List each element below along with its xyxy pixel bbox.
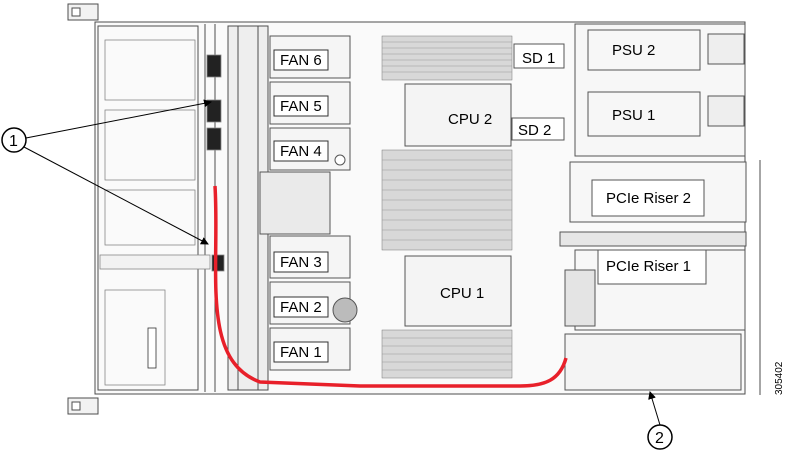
fan1-label: FAN 1 (280, 344, 322, 361)
pcie-riser2-label: PCIe Riser 2 (606, 190, 691, 207)
fan-labels: FAN 6 FAN 5 FAN 4 FAN 3 FAN 2 FAN 1 (273, 49, 329, 363)
figure-id: 305402 (774, 361, 785, 395)
front-handle-bottom (67, 397, 99, 415)
fan4-label: FAN 4 (280, 143, 322, 160)
callout-2: 2 (647, 391, 673, 450)
cpu1-socket (404, 255, 512, 327)
sd-slots (511, 43, 565, 141)
psu2-label: PSU 2 (612, 42, 655, 59)
cpu2-label: CPU 2 (448, 111, 492, 128)
psu-bay (574, 23, 746, 157)
cpu1-label: CPU 1 (440, 285, 484, 302)
callout-1-number: 1 (9, 133, 18, 150)
sd2-label: SD 2 (518, 122, 551, 139)
pcie-riser1-label: PCIe Riser 1 (606, 258, 691, 275)
pcie-riser-area (559, 161, 747, 391)
cable-route (213, 185, 568, 388)
fan6-label: FAN 6 (280, 52, 322, 69)
callout-1: 1 (1, 99, 212, 245)
dimm-slot-lines (382, 41, 512, 371)
cpu2-socket (404, 83, 512, 147)
fan5-label: FAN 5 (280, 98, 322, 115)
psu1-label: PSU 1 (612, 107, 655, 124)
fan2-label: FAN 2 (280, 299, 322, 316)
front-handle-top (67, 3, 99, 21)
sd1-label: SD 1 (522, 50, 555, 67)
callout-2-number: 2 (655, 430, 664, 447)
fan3-label: FAN 3 (280, 254, 322, 271)
